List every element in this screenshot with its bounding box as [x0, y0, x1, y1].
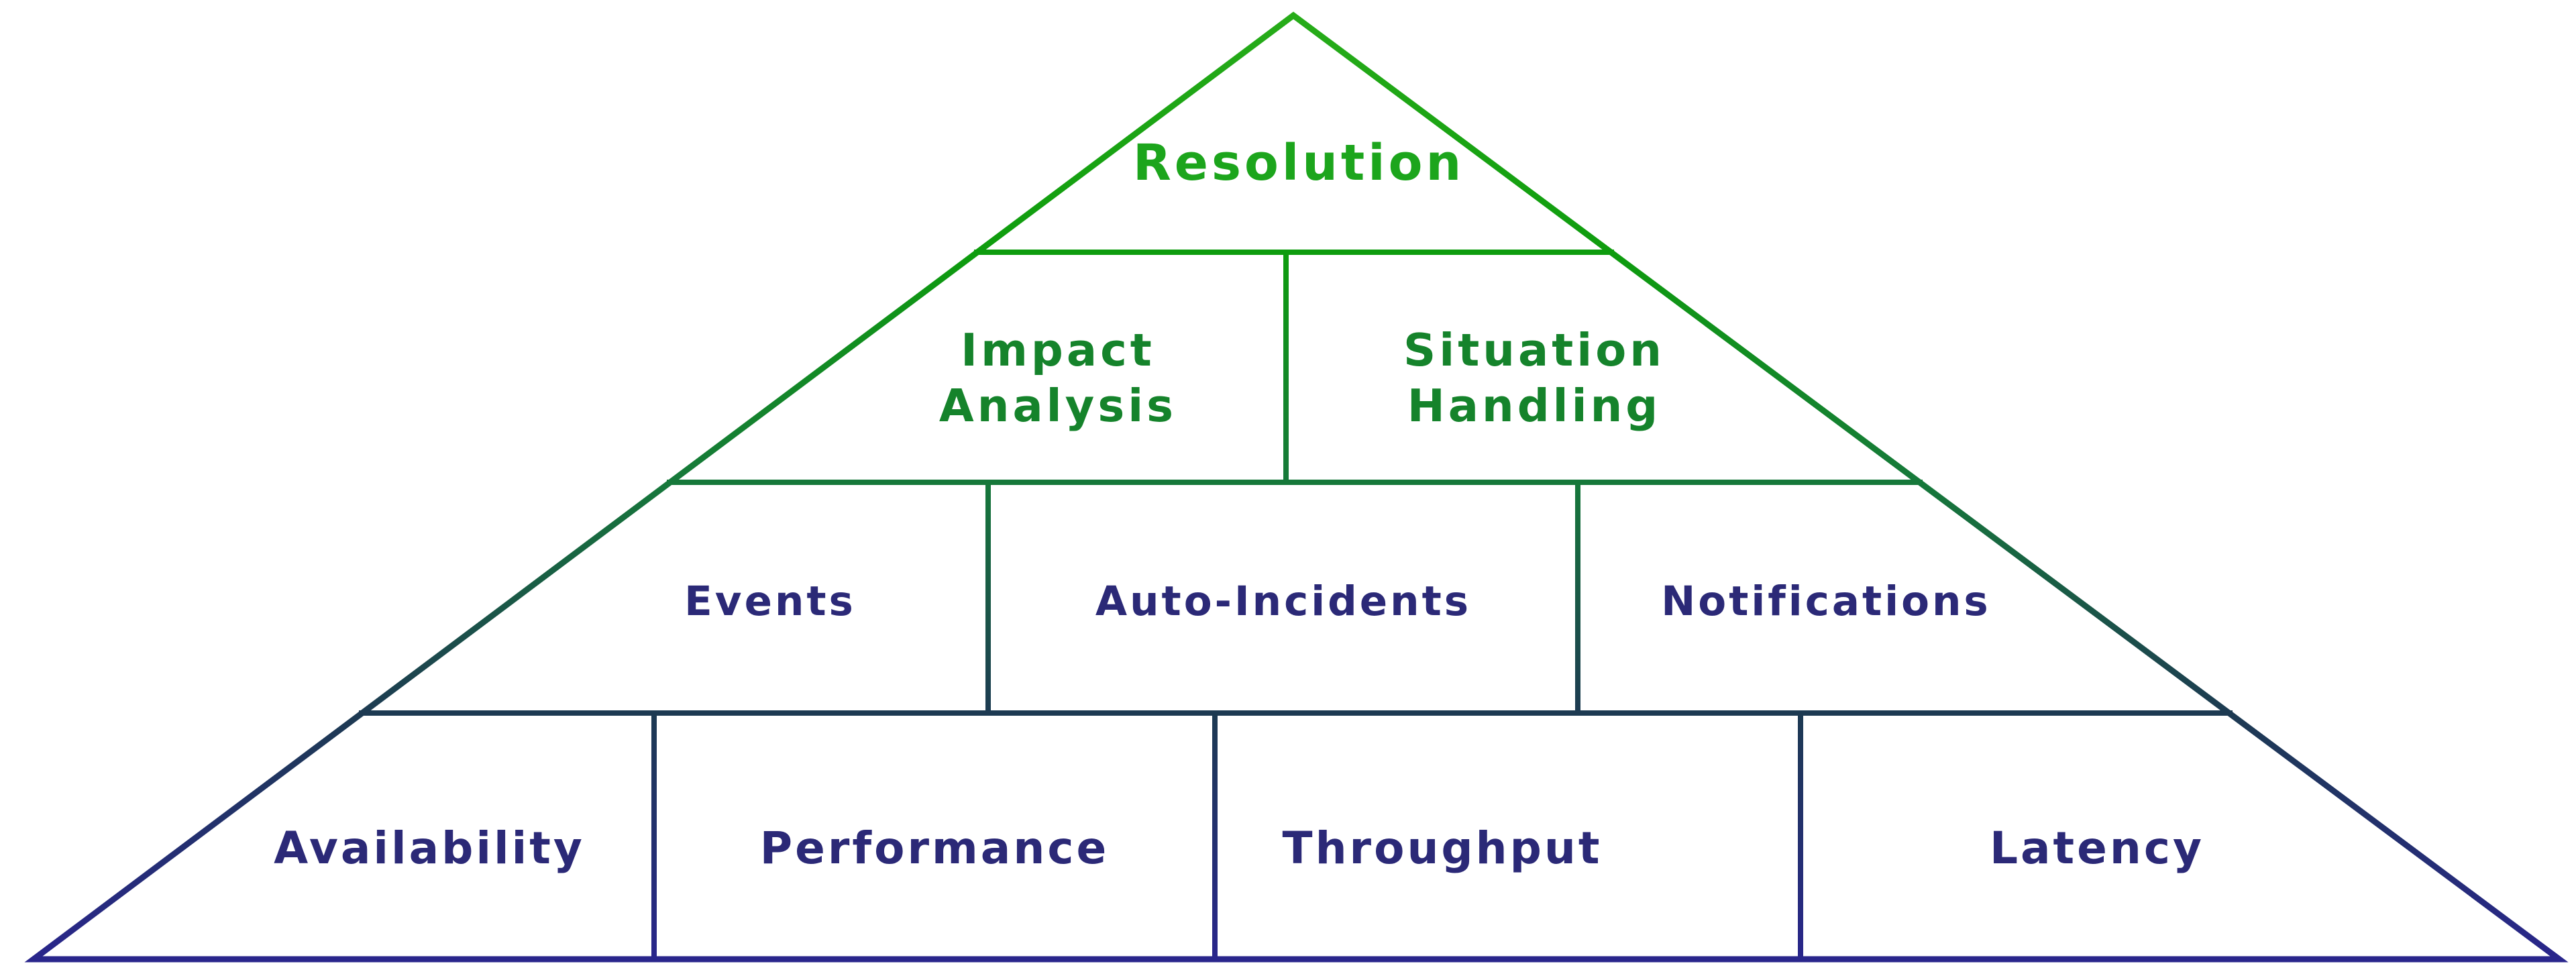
- label-impact-analysis-line2: Analysis: [939, 380, 1177, 432]
- label-events: Events: [684, 578, 856, 625]
- label-situation-handling-line1: Situation: [1403, 324, 1665, 376]
- label-performance: Performance: [760, 822, 1109, 874]
- label-notifications: Notifications: [1661, 578, 1991, 625]
- label-situation-handling-line2: Handling: [1407, 380, 1662, 432]
- label-availability: Availability: [274, 822, 585, 874]
- label-auto-incidents: Auto-Incidents: [1095, 578, 1471, 625]
- label-throughput: Throughput: [1283, 822, 1603, 874]
- pyramid-outline: [24, 11, 2569, 963]
- label-impact-analysis-line1: Impact: [961, 324, 1155, 376]
- label-latency: Latency: [1990, 822, 2204, 874]
- label-resolution: Resolution: [1133, 134, 1464, 192]
